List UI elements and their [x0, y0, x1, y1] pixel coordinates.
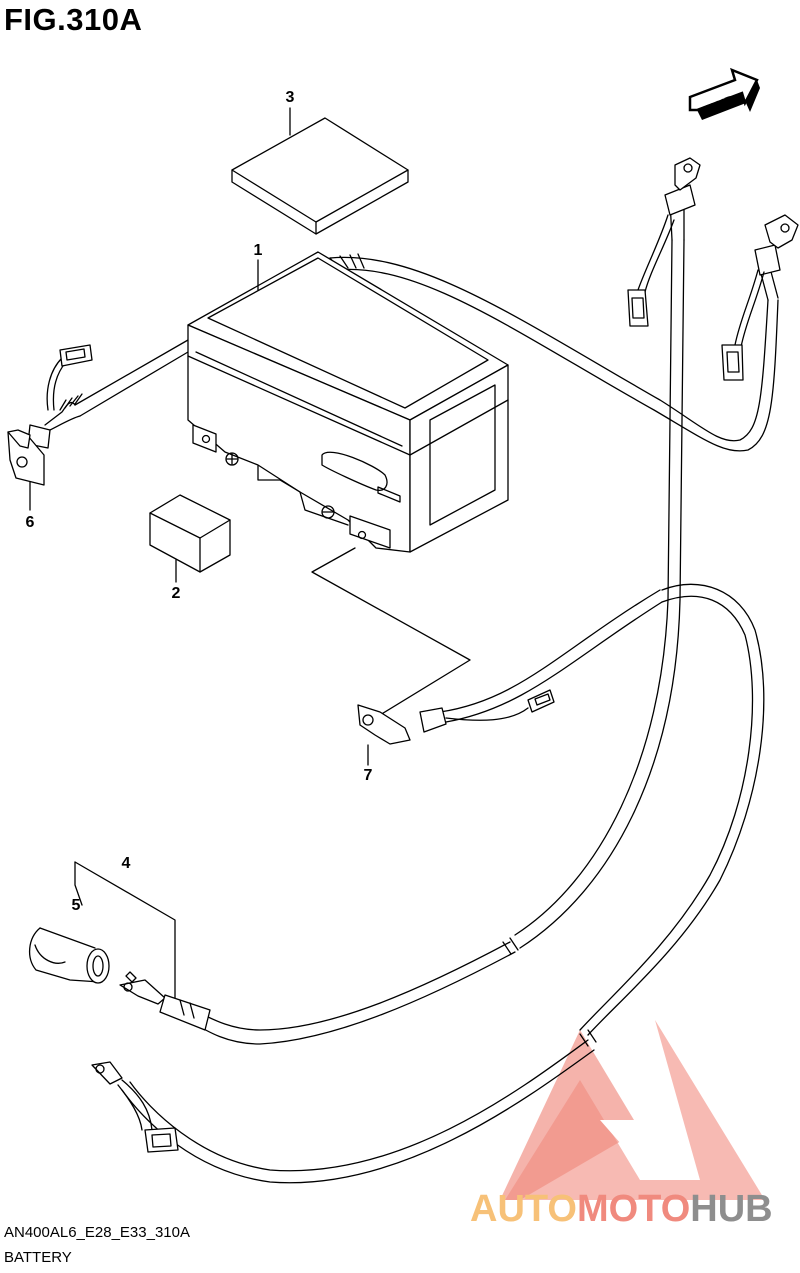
callout-1: 1: [254, 242, 263, 259]
leader-lines: [29, 107, 471, 1006]
drawing-name: BATTERY: [4, 1249, 72, 1266]
callout-6: 6: [26, 514, 35, 531]
watermark-text: AUTOMOTOHUB: [470, 1188, 773, 1231]
callout-7: 7: [364, 767, 373, 784]
figure-title: FIG.310A: [4, 2, 143, 37]
battery-part1: [187, 251, 509, 553]
spacer-block-part2: [149, 494, 231, 573]
callout-5: 5: [72, 897, 81, 914]
callout-2: 2: [172, 585, 181, 602]
fwd-arrow-icon: FWD: [688, 67, 760, 120]
callout-4: 4: [122, 855, 131, 872]
cable-part6: [7, 344, 93, 486]
terminal-part4: [119, 971, 211, 1031]
bottom-connector: [91, 1061, 179, 1153]
main-long-cable: [121, 239, 765, 1184]
battery-pad-part3: [231, 117, 409, 235]
ground-cable-part7: [357, 589, 663, 745]
top-terminals: [627, 157, 799, 381]
drawing-code: AN400AL6_E28_E33_310A: [4, 1224, 190, 1241]
terminal-cap-part5: [29, 927, 110, 984]
watermark-logo: [500, 1020, 765, 1200]
watermark-hub: HUB: [690, 1188, 773, 1230]
watermark-moto: MOTO: [576, 1188, 691, 1230]
watermark-auto: AUTO: [470, 1188, 577, 1230]
callout-3: 3: [286, 89, 295, 106]
